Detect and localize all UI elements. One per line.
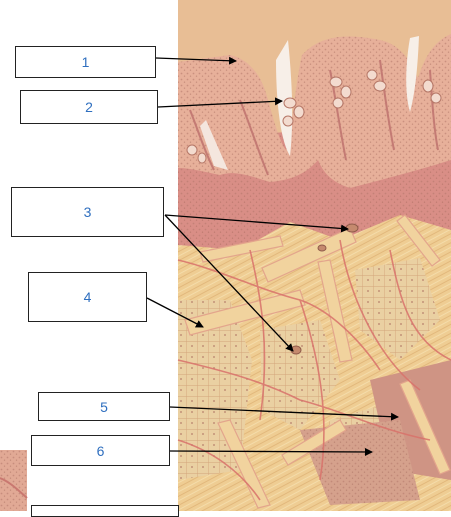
label-number-6: 6 [96, 442, 105, 459]
label-number-1: 1 [81, 54, 90, 70]
label-box-7[interactable] [31, 505, 179, 517]
taste-bud-cluster [186, 69, 442, 164]
label-box-4[interactable]: 4 [28, 272, 147, 322]
papilla-gap [200, 120, 228, 170]
label-number-4: 4 [83, 289, 92, 305]
label-number-5: 5 [100, 398, 108, 415]
label-box-1[interactable]: 1 [15, 46, 156, 78]
label-box-3[interactable]: 3 [11, 187, 164, 237]
label-number-2: 2 [85, 99, 93, 115]
label-box-5[interactable]: 5 [38, 392, 170, 421]
tissue-section [177, 0, 451, 511]
label-box-6[interactable]: 6 [31, 435, 170, 466]
papilla-gap [276, 40, 293, 156]
papilla-gap [406, 36, 419, 112]
label-box-2[interactable]: 2 [20, 90, 158, 124]
label-number-3: 3 [83, 204, 92, 220]
muscle-cross-section [355, 258, 440, 360]
inset-thumbnail [0, 450, 28, 511]
